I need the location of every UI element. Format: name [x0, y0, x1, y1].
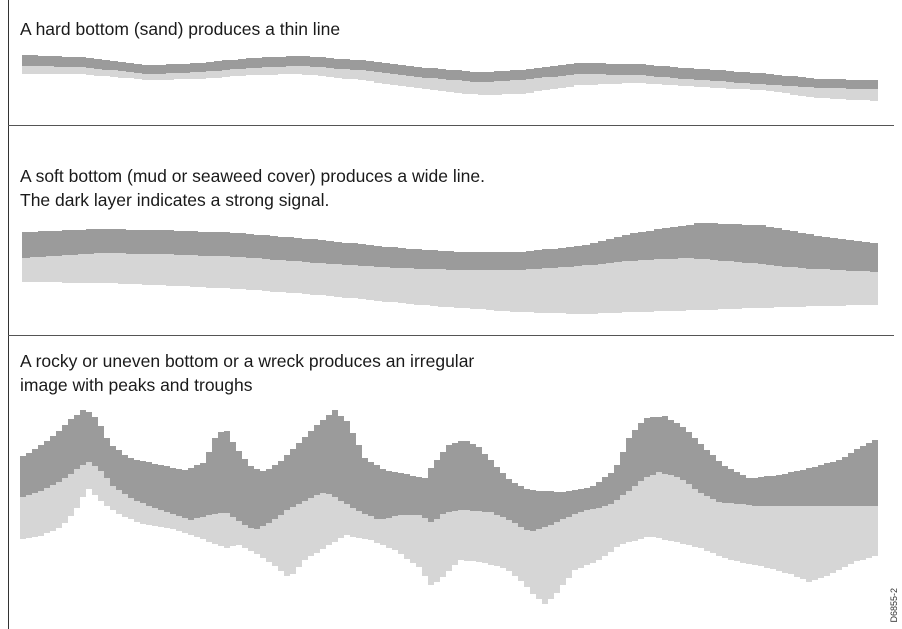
hard-bottom-strong-echo — [22, 55, 878, 89]
divider-middle — [8, 335, 894, 336]
rocky-bottom-caption-line2: image with peaks and troughs — [20, 375, 253, 395]
frame-left-border — [8, 0, 9, 629]
divider-top — [8, 125, 894, 126]
rocky-bottom-strong-echo — [20, 410, 878, 531]
soft-bottom-caption-line2: The dark layer indicates a strong signal… — [20, 190, 330, 210]
soft-bottom-profile — [22, 223, 878, 314]
hard-bottom-caption: A hard bottom (sand) produces a thin lin… — [20, 19, 341, 39]
rocky-bottom-profile — [20, 410, 878, 604]
soft-bottom-caption-line1: A soft bottom (mud or seaweed cover) pro… — [20, 166, 485, 186]
rocky-bottom-caption-line1: A rocky or uneven bottom or a wreck prod… — [20, 351, 475, 371]
soft-bottom-strong-echo — [22, 223, 878, 272]
figure-code: D6855-2 — [889, 588, 899, 623]
hard-bottom-profile — [22, 55, 878, 101]
